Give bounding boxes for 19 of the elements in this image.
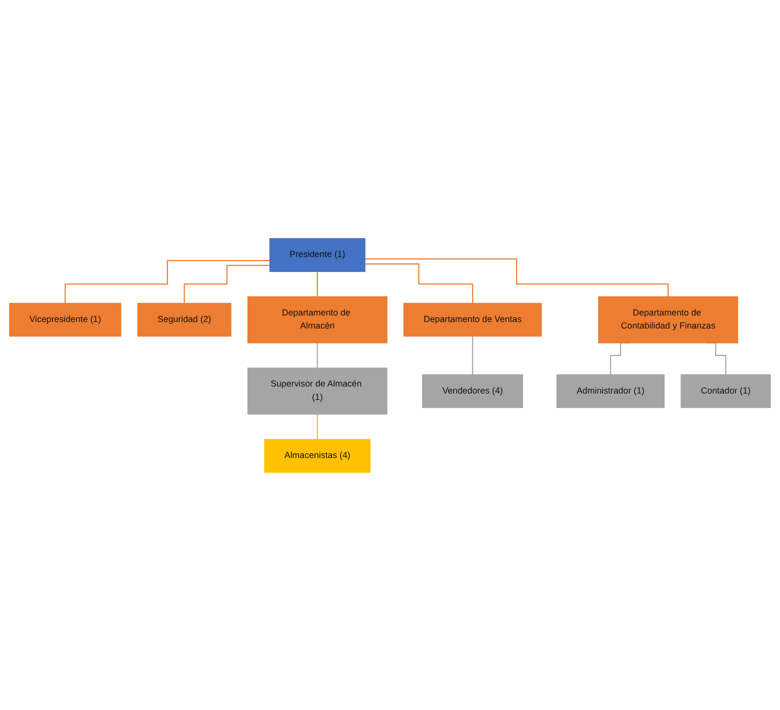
- connector: [365, 262, 474, 304]
- connector: [316, 342, 318, 368]
- node-box: Departamento de Contabilidad y Finanzas: [598, 296, 738, 343]
- node-box: Contador (1): [680, 374, 771, 408]
- node-box: Vendedores (4): [422, 374, 524, 408]
- node-box: Supervisor de Almacén (1): [247, 367, 388, 414]
- node-box: Departamento de Ventas: [403, 302, 542, 336]
- connector: [316, 270, 318, 297]
- node-box: Departamento de Almacén: [247, 296, 388, 343]
- connector: [64, 260, 270, 304]
- node-box: Seguridad (2): [137, 302, 232, 336]
- connector: [365, 258, 669, 297]
- connector: [472, 335, 474, 375]
- node-box: Administrador (1): [556, 374, 665, 408]
- node-box: Vicepresidente (1): [9, 302, 122, 336]
- node-box: Almacenistas (4): [264, 438, 371, 472]
- node-box: Presidente (1): [269, 238, 366, 272]
- connector: [184, 264, 270, 304]
- connector: [316, 413, 318, 440]
